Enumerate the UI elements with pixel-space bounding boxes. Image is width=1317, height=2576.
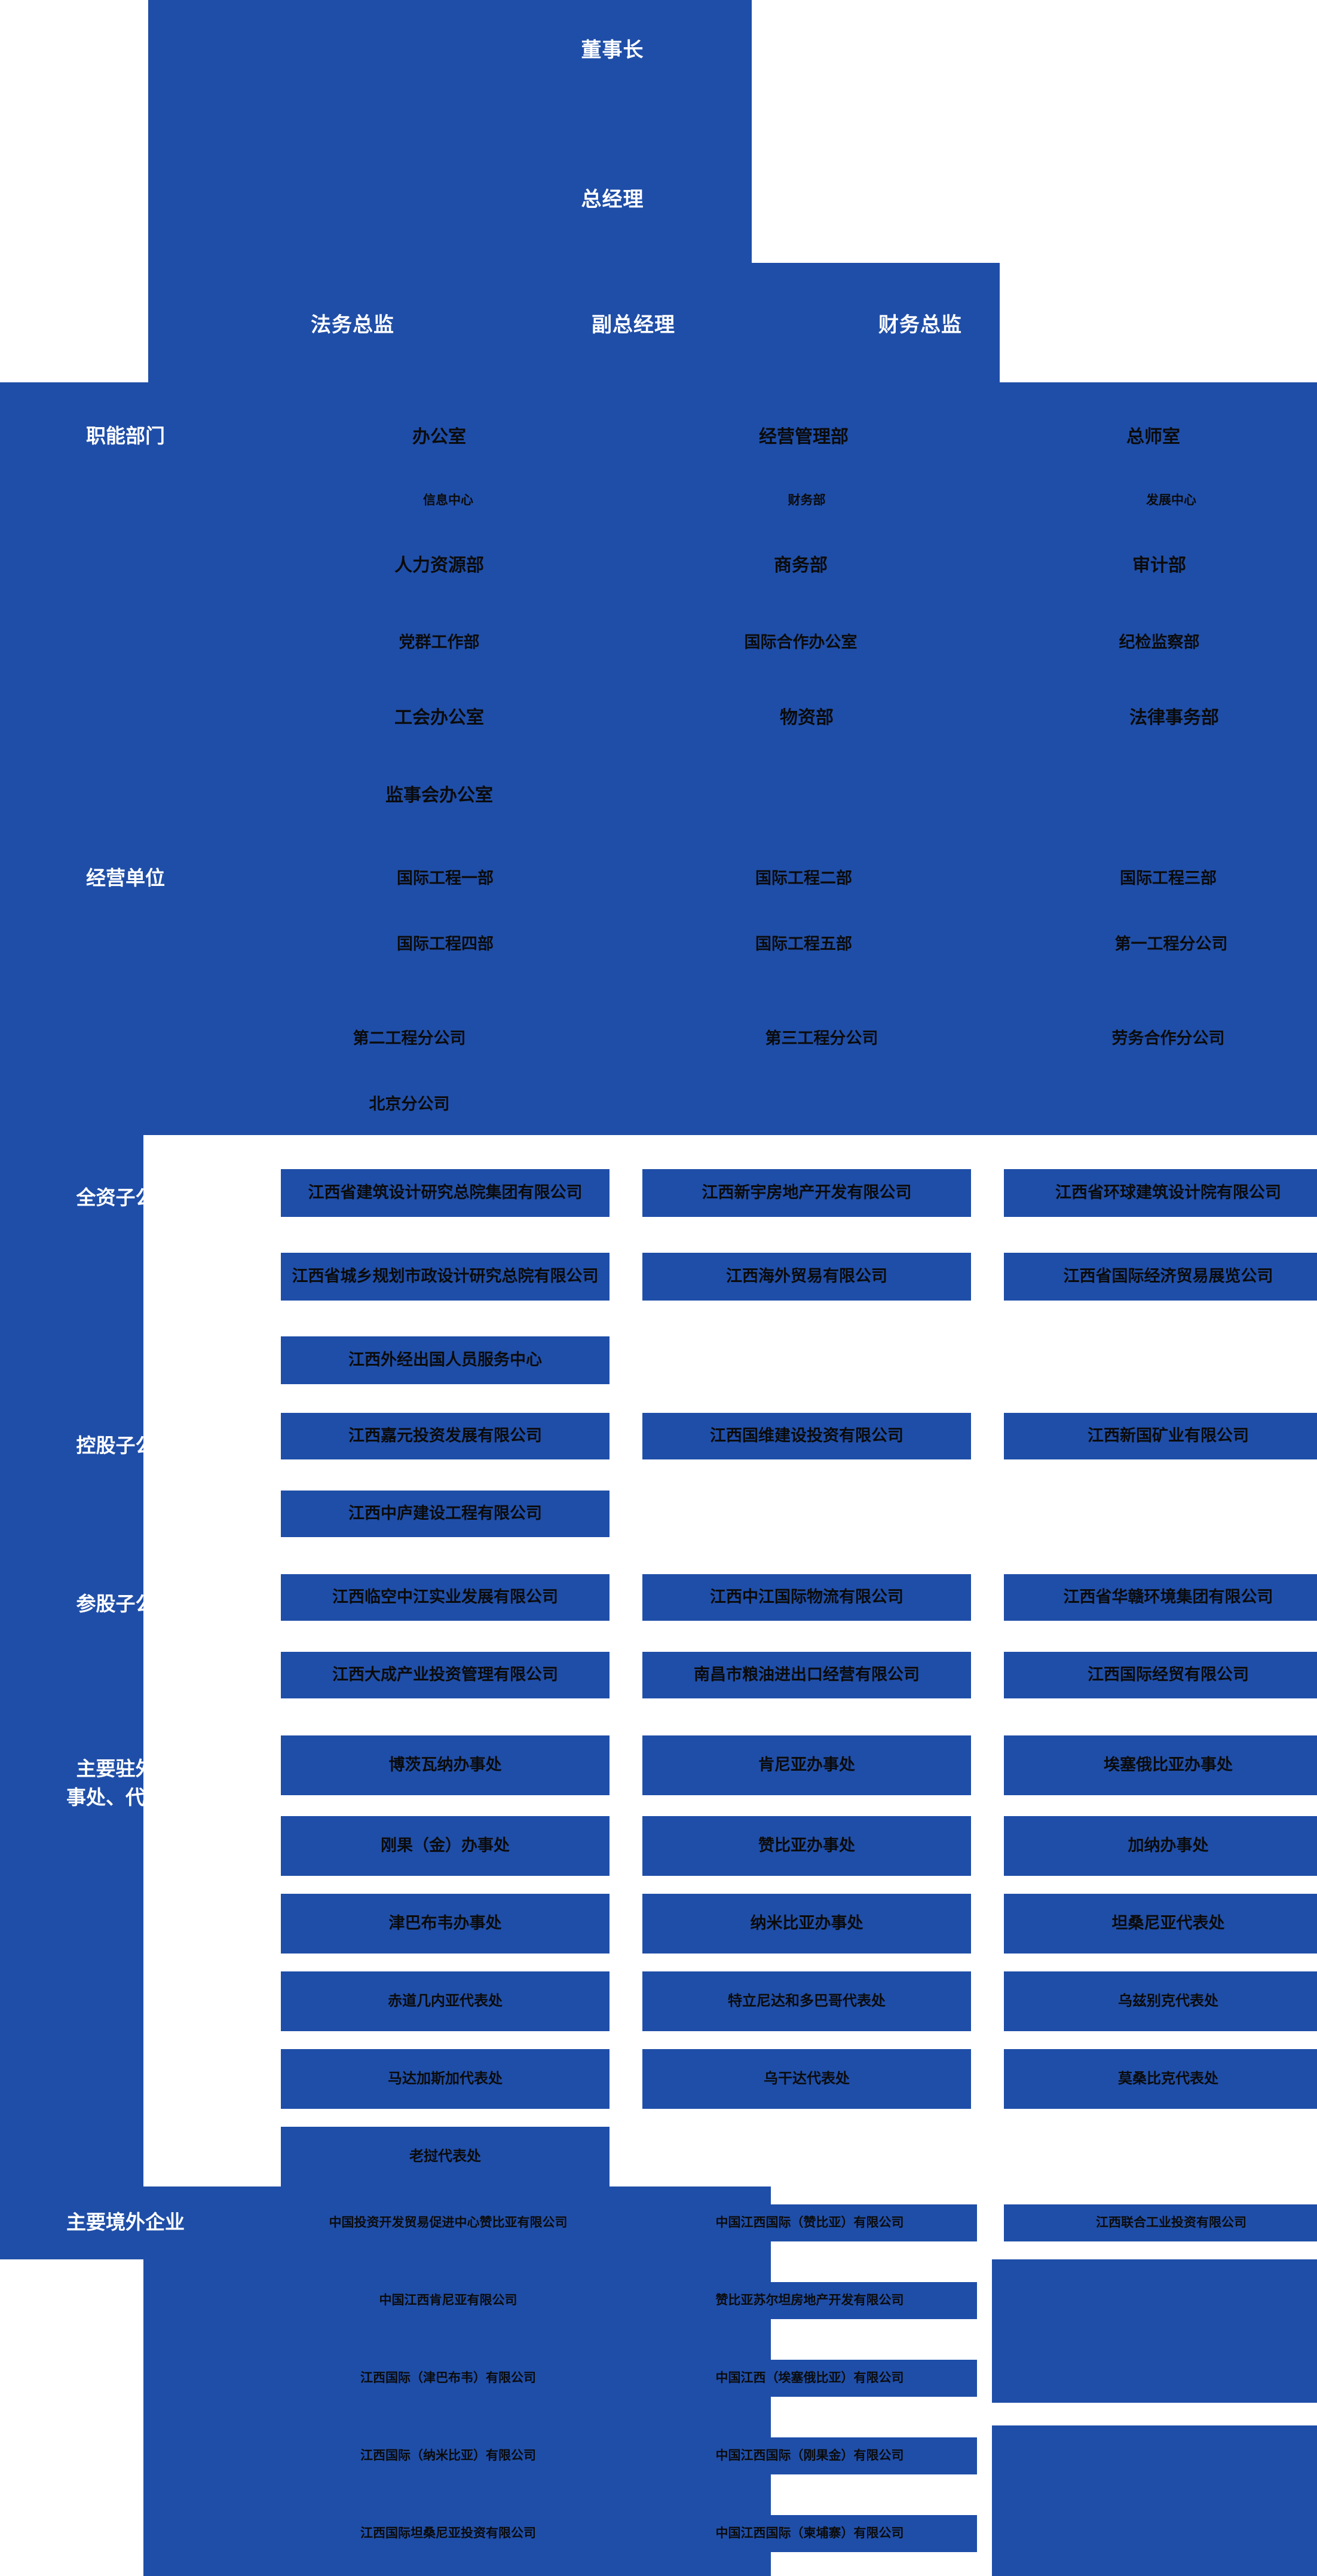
category-holding-subsidiaries: 控股子公司: [76, 1434, 175, 1457]
node-overseas-0-2[interactable]: 江西联合工业投资有限公司: [1004, 2204, 1317, 2241]
node-holding-0-0[interactable]: 江西嘉元投资发展有限公司: [281, 1413, 610, 1459]
node-business-1-2[interactable]: 第一工程分公司: [1064, 932, 1279, 957]
plate-vp-right: [399, 263, 1000, 382]
node-wholly-1-0[interactable]: 江西省城乡规划市政设计研究总院有限公司: [281, 1253, 610, 1301]
node-office-2-1[interactable]: 纳米比亚办事处: [642, 1894, 971, 1954]
node-overseas-4-1[interactable]: 中国江西国际（柬埔寨）有限公司: [642, 2515, 977, 2552]
exec-general-manager: 总经理: [581, 188, 644, 211]
node-functional-5-0[interactable]: 监事会办公室: [341, 783, 538, 809]
node-overseas-3-1[interactable]: 中国江西国际（刚果金）有限公司: [642, 2437, 977, 2474]
node-equity-0-0[interactable]: 江西临空中江实业发展有限公司: [281, 1574, 610, 1621]
node-overseas-2-1[interactable]: 中国江西（埃塞俄比亚）有限公司: [642, 2360, 977, 2397]
node-business-3-0[interactable]: 北京分公司: [281, 1087, 538, 1122]
node-holding-0-1[interactable]: 江西国维建设投资有限公司: [642, 1413, 971, 1459]
node-wholly-0-2[interactable]: 江西省环球建筑设计院有限公司: [1004, 1169, 1317, 1217]
node-functional-1-2[interactable]: 发展中心: [1111, 490, 1231, 511]
node-functional-0-2[interactable]: 总师室: [1076, 424, 1231, 450]
node-wholly-2-0[interactable]: 江西外经出国人员服务中心: [281, 1336, 610, 1384]
node-functional-2-2[interactable]: 审计部: [1088, 553, 1231, 579]
node-overseas-3-0[interactable]: 江西国际（纳米比亚）有限公司: [281, 2437, 615, 2474]
category-functional-departments: 职能部门: [86, 425, 165, 447]
node-office-4-1[interactable]: 乌干达代表处: [642, 2049, 971, 2109]
node-functional-4-2[interactable]: 法律事务部: [1088, 705, 1261, 731]
node-holding-0-2[interactable]: 江西新国矿业有限公司: [1004, 1413, 1317, 1459]
node-business-0-0[interactable]: 国际工程一部: [353, 866, 538, 891]
plate-main-body: [0, 382, 1317, 998]
category-overseas-enterprises: 主要境外企业: [66, 2211, 185, 2234]
node-wholly-0-0[interactable]: 江西省建筑设计研究总院集团有限公司: [281, 1169, 610, 1217]
node-business-1-0[interactable]: 国际工程四部: [353, 932, 538, 957]
node-functional-0-1[interactable]: 经营管理部: [705, 424, 902, 450]
node-office-3-1[interactable]: 特立尼达和多巴哥代表处: [642, 1971, 971, 2031]
node-office-1-2[interactable]: 加纳办事处: [1004, 1816, 1317, 1876]
node-office-4-2[interactable]: 莫桑比克代表处: [1004, 2049, 1317, 2109]
node-overseas-0-0[interactable]: 中国投资开发贸易促进中心赞比亚有限公司: [281, 2204, 615, 2241]
node-functional-4-1[interactable]: 物资部: [741, 705, 872, 731]
node-overseas-0-1[interactable]: 中国江西国际（赞比亚）有限公司: [642, 2204, 977, 2241]
category-overseas-offices: 主要驻外办 事处、代表处: [66, 1758, 185, 1808]
node-office-1-0[interactable]: 刚果（金）办事处: [281, 1816, 610, 1876]
exec-deputy-gm: 副总经理: [592, 313, 675, 336]
node-equity-0-1[interactable]: 江西中江国际物流有限公司: [642, 1574, 971, 1621]
node-business-1-1[interactable]: 国际工程五部: [711, 932, 896, 957]
node-equity-0-2[interactable]: 江西省华赣环境集团有限公司: [1004, 1574, 1317, 1621]
node-office-5-0[interactable]: 老挝代表处: [281, 2127, 610, 2186]
exec-chairman: 董事长: [581, 38, 644, 62]
node-equity-1-2[interactable]: 江西国际经贸有限公司: [1004, 1652, 1317, 1698]
node-holding-1-0[interactable]: 江西中庐建设工程有限公司: [281, 1491, 610, 1537]
node-functional-3-2[interactable]: 纪检监察部: [1058, 630, 1261, 655]
category-business-units: 经营单位: [86, 867, 165, 890]
node-business-2-1[interactable]: 第三工程分公司: [693, 1022, 950, 1056]
node-business-0-2[interactable]: 国际工程三部: [1076, 866, 1261, 891]
node-wholly-1-2[interactable]: 江西省国际经济贸易展览公司: [1004, 1253, 1317, 1301]
plate-top-chairman: [148, 0, 752, 263]
plate-vp-row: [148, 263, 399, 382]
node-office-0-2[interactable]: 埃塞俄比亚办事处: [1004, 1735, 1317, 1795]
node-functional-1-0[interactable]: 信息中心: [382, 490, 514, 511]
node-office-2-0[interactable]: 津巴布韦办事处: [281, 1894, 610, 1954]
node-overseas-2-0[interactable]: 江西国际（津巴布韦）有限公司: [281, 2360, 615, 2397]
node-office-0-1[interactable]: 肯尼亚办事处: [642, 1735, 971, 1795]
node-functional-1-1[interactable]: 财务部: [747, 490, 866, 511]
node-functional-3-1[interactable]: 国际合作办公室: [681, 630, 920, 655]
node-office-1-1[interactable]: 赞比亚办事处: [642, 1816, 971, 1876]
node-office-3-0[interactable]: 赤道几内亚代表处: [281, 1971, 610, 2031]
node-functional-2-0[interactable]: 人力资源部: [347, 553, 532, 579]
plate-left-spine: [0, 998, 143, 2210]
node-wholly-0-1[interactable]: 江西新宇房地产开发有限公司: [642, 1169, 971, 1217]
node-wholly-1-1[interactable]: 江西海外贸易有限公司: [642, 1253, 971, 1301]
node-overseas-1-0[interactable]: 中国江西肯尼亚有限公司: [281, 2282, 615, 2319]
plate-col3-overseas: [992, 2259, 1317, 2403]
node-business-0-1[interactable]: 国际工程二部: [711, 866, 896, 891]
node-functional-0-0[interactable]: 办公室: [347, 424, 532, 450]
node-overseas-1-1[interactable]: 赞比亚苏尔坦房地产开发有限公司: [642, 2282, 977, 2319]
node-business-2-0[interactable]: 第二工程分公司: [281, 1022, 538, 1056]
node-functional-2-1[interactable]: 商务部: [723, 553, 878, 579]
exec-legal-director: 法务总监: [311, 313, 394, 336]
node-office-4-0[interactable]: 马达加斯加代表处: [281, 2049, 610, 2109]
plate-col3-overseas-2: [992, 2425, 1317, 2576]
node-office-0-0[interactable]: 博茨瓦纳办事处: [281, 1735, 610, 1795]
node-overseas-4-0[interactable]: 江西国际坦桑尼亚投资有限公司: [281, 2515, 615, 2552]
category-wholly-owned: 全资子公司: [76, 1186, 175, 1209]
exec-finance-director: 财务总监: [878, 313, 962, 336]
node-office-2-2[interactable]: 坦桑尼亚代表处: [1004, 1894, 1317, 1954]
node-business-2-2[interactable]: 劳务合作分公司: [1040, 1022, 1297, 1056]
node-equity-1-0[interactable]: 江西大成产业投资管理有限公司: [281, 1652, 610, 1698]
node-equity-1-1[interactable]: 南昌市粮油进出口经营有限公司: [642, 1652, 971, 1698]
node-office-3-2[interactable]: 乌兹别克代表处: [1004, 1971, 1317, 2031]
category-equity-subsidiaries: 参股子公司: [76, 1593, 175, 1615]
node-functional-4-0[interactable]: 工会办公室: [353, 705, 526, 731]
node-functional-3-0[interactable]: 党群工作部: [347, 630, 532, 655]
